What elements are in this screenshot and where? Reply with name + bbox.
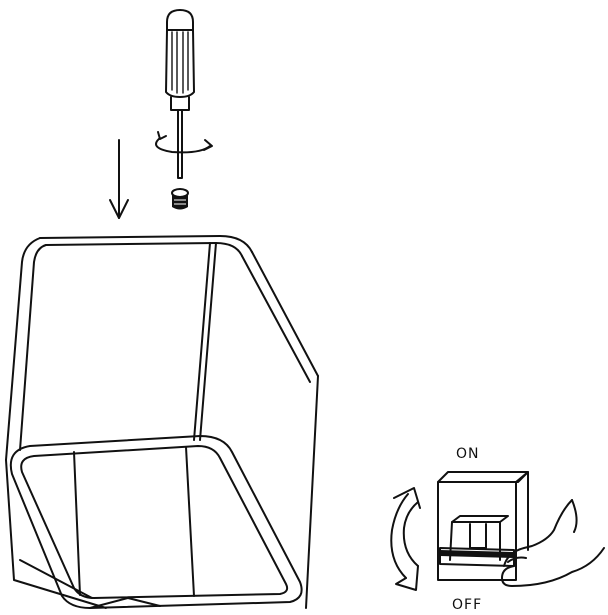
screwdriver-icon — [165, 9, 195, 179]
down-arrow-icon — [109, 139, 129, 219]
switch-panel: ON OFF — [437, 446, 529, 613]
fixture-housing — [5, 235, 319, 609]
switch-off-label: OFF — [452, 597, 482, 613]
hand-icon — [501, 499, 605, 587]
switch-on-label: ON — [456, 446, 480, 462]
screw-icon — [171, 188, 189, 210]
flip-arrow-icon — [390, 487, 421, 591]
rotate-arrow-icon — [155, 131, 213, 154]
